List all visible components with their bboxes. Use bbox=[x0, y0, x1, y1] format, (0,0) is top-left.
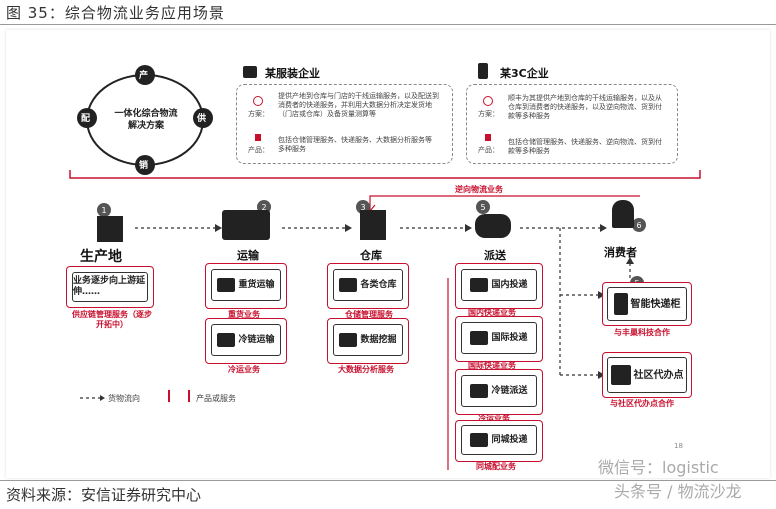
delivery-item-3: 冷链派送 bbox=[461, 375, 537, 407]
plane-truck-icon bbox=[222, 210, 270, 240]
stage-warehouse: 仓库 bbox=[360, 249, 382, 262]
warehouse-item-1-label: 各类仓库 bbox=[360, 279, 397, 290]
warehouse-item-2-label: 数据挖掘 bbox=[360, 334, 397, 345]
node-sales: 销 bbox=[139, 161, 149, 171]
warehouse-caption-2: 大数据分析服务 bbox=[338, 365, 394, 374]
watermark-toutiao: 头条号 / 物流沙龙 bbox=[614, 482, 742, 501]
target-icon bbox=[483, 96, 493, 106]
delivery-item-2: 国际投递 bbox=[461, 322, 537, 354]
watermark-wechat: 微信号：logistic bbox=[598, 458, 719, 477]
store-label: 社区代办点 bbox=[633, 369, 684, 381]
courier-icon bbox=[470, 278, 489, 292]
source-note: 资料来源：安信证券研究中心 bbox=[6, 486, 202, 504]
warehouse-building-icon bbox=[360, 210, 386, 240]
locker-icon bbox=[613, 293, 628, 315]
locker-item: 智能快递柜 bbox=[607, 287, 687, 321]
figure-title: 图 35：综合物流业务应用场景 bbox=[6, 4, 225, 22]
delivery-caption-3: 冷运业务 bbox=[478, 414, 510, 423]
delivery-item-3-label: 冷链派送 bbox=[491, 385, 528, 396]
legend-bracket bbox=[168, 390, 190, 402]
node-supply: 供 bbox=[197, 114, 207, 124]
delivery-item-1: 国内投递 bbox=[461, 269, 537, 301]
integration-cycle bbox=[77, 65, 213, 175]
van-icon bbox=[217, 333, 236, 347]
store-caption: 与社区代办点合作 bbox=[610, 399, 674, 408]
person-icon bbox=[612, 200, 634, 228]
delivery-caption-1: 国内快递业务 bbox=[468, 308, 516, 317]
case2-scheme-label: 方案： bbox=[478, 110, 499, 118]
step-badge: 6 bbox=[632, 218, 646, 232]
case1-product-label: 产品： bbox=[248, 146, 269, 154]
tshirt-icon bbox=[243, 66, 257, 78]
step-badge: 5 bbox=[476, 200, 490, 214]
transport-caption-2: 冷运业务 bbox=[228, 365, 260, 374]
transport-item-2: 冷链运输 bbox=[211, 324, 281, 356]
stage-transport: 运输 bbox=[237, 249, 259, 262]
page-number: 18 bbox=[674, 442, 683, 450]
delivery-item-2-label: 国际投递 bbox=[491, 332, 528, 343]
stage-delivery: 派送 bbox=[484, 249, 506, 262]
warehouse-item-2: 数据挖掘 bbox=[333, 324, 403, 356]
transport-item-2-label: 冷链运输 bbox=[238, 334, 275, 345]
legend-flow: 货物流向 bbox=[108, 394, 140, 403]
case1-product: 包括仓储管理服务、快递服务、大数据分析服务等多种服务 bbox=[278, 136, 432, 153]
warehouse-item-1: 各类仓库 bbox=[333, 269, 403, 301]
locker-caption: 与丰巢科技合作 bbox=[614, 328, 670, 337]
warehouse-caption-1: 仓储管理服务 bbox=[345, 310, 393, 319]
factory-icon bbox=[97, 216, 123, 242]
consumer-label: 消费者 bbox=[604, 246, 637, 259]
locker-label: 智能快递柜 bbox=[630, 298, 681, 310]
store-icon bbox=[610, 365, 631, 385]
delivery-item-4-label: 同城投递 bbox=[491, 434, 528, 445]
delivery-caption-2: 国际快递业务 bbox=[468, 361, 516, 370]
case1-name: 某服装企业 bbox=[265, 67, 320, 80]
bottom-divider bbox=[0, 480, 776, 481]
delivery-caption-4: 同城配业务 bbox=[476, 462, 516, 471]
phone-icon bbox=[478, 63, 488, 79]
delivery-item-4: 同城投递 bbox=[461, 425, 537, 455]
flag-icon bbox=[485, 134, 491, 141]
stage-production: 生产地 bbox=[80, 249, 122, 265]
diagram-panel bbox=[6, 30, 770, 478]
node-distribution: 配 bbox=[81, 114, 91, 124]
production-caption: 供应链管理服务（逐步开拓中） bbox=[72, 310, 152, 329]
production-service-inner: 业务逐步向上游延伸…… bbox=[72, 272, 148, 302]
scooter-icon bbox=[475, 214, 511, 238]
store-item: 社区代办点 bbox=[607, 357, 687, 393]
case2-name: 某3C企业 bbox=[500, 67, 549, 80]
case1-scheme: 提供产地到仓库与门店的干线运输服务，以及配送到消费者的快递服务，并利用大数据分析… bbox=[278, 92, 439, 118]
flag-icon bbox=[255, 134, 261, 141]
gift-icon bbox=[470, 433, 489, 447]
transport-item-1: 重货运输 bbox=[211, 269, 281, 301]
truck-icon bbox=[217, 278, 236, 292]
globe-icon bbox=[470, 331, 489, 345]
van-icon bbox=[470, 384, 489, 398]
delivery-item-1-label: 国内投递 bbox=[491, 279, 528, 290]
transport-caption-1: 重货业务 bbox=[228, 310, 260, 319]
production-service-text: 业务逐步向上游延伸…… bbox=[73, 276, 146, 297]
node-production: 产 bbox=[139, 71, 149, 81]
reverse-logistics-label: 逆向物流业务 bbox=[455, 185, 503, 194]
step-badge: 1 bbox=[97, 203, 111, 217]
case2-scheme: 顺丰为其提供产地到仓库的干线运输服务，以及从仓库到消费者的快递服务，以及逆向物流… bbox=[508, 94, 662, 120]
case2-product: 包括仓储管理服务、快递服务、逆向物流、货到付款等多种服务 bbox=[508, 138, 662, 155]
top-divider bbox=[0, 24, 776, 25]
case2-box bbox=[466, 84, 678, 164]
target-icon bbox=[253, 96, 263, 106]
legend-service: 产品或服务 bbox=[196, 394, 236, 403]
transport-item-1-label: 重货运输 bbox=[238, 279, 275, 290]
case2-product-label: 产品： bbox=[478, 146, 499, 154]
case1-scheme-label: 方案： bbox=[248, 110, 269, 118]
house-icon bbox=[339, 278, 358, 292]
database-icon bbox=[339, 333, 358, 347]
case1-box bbox=[236, 84, 453, 164]
circle-center-label: 一体化综合物流解决方案 bbox=[114, 109, 178, 131]
